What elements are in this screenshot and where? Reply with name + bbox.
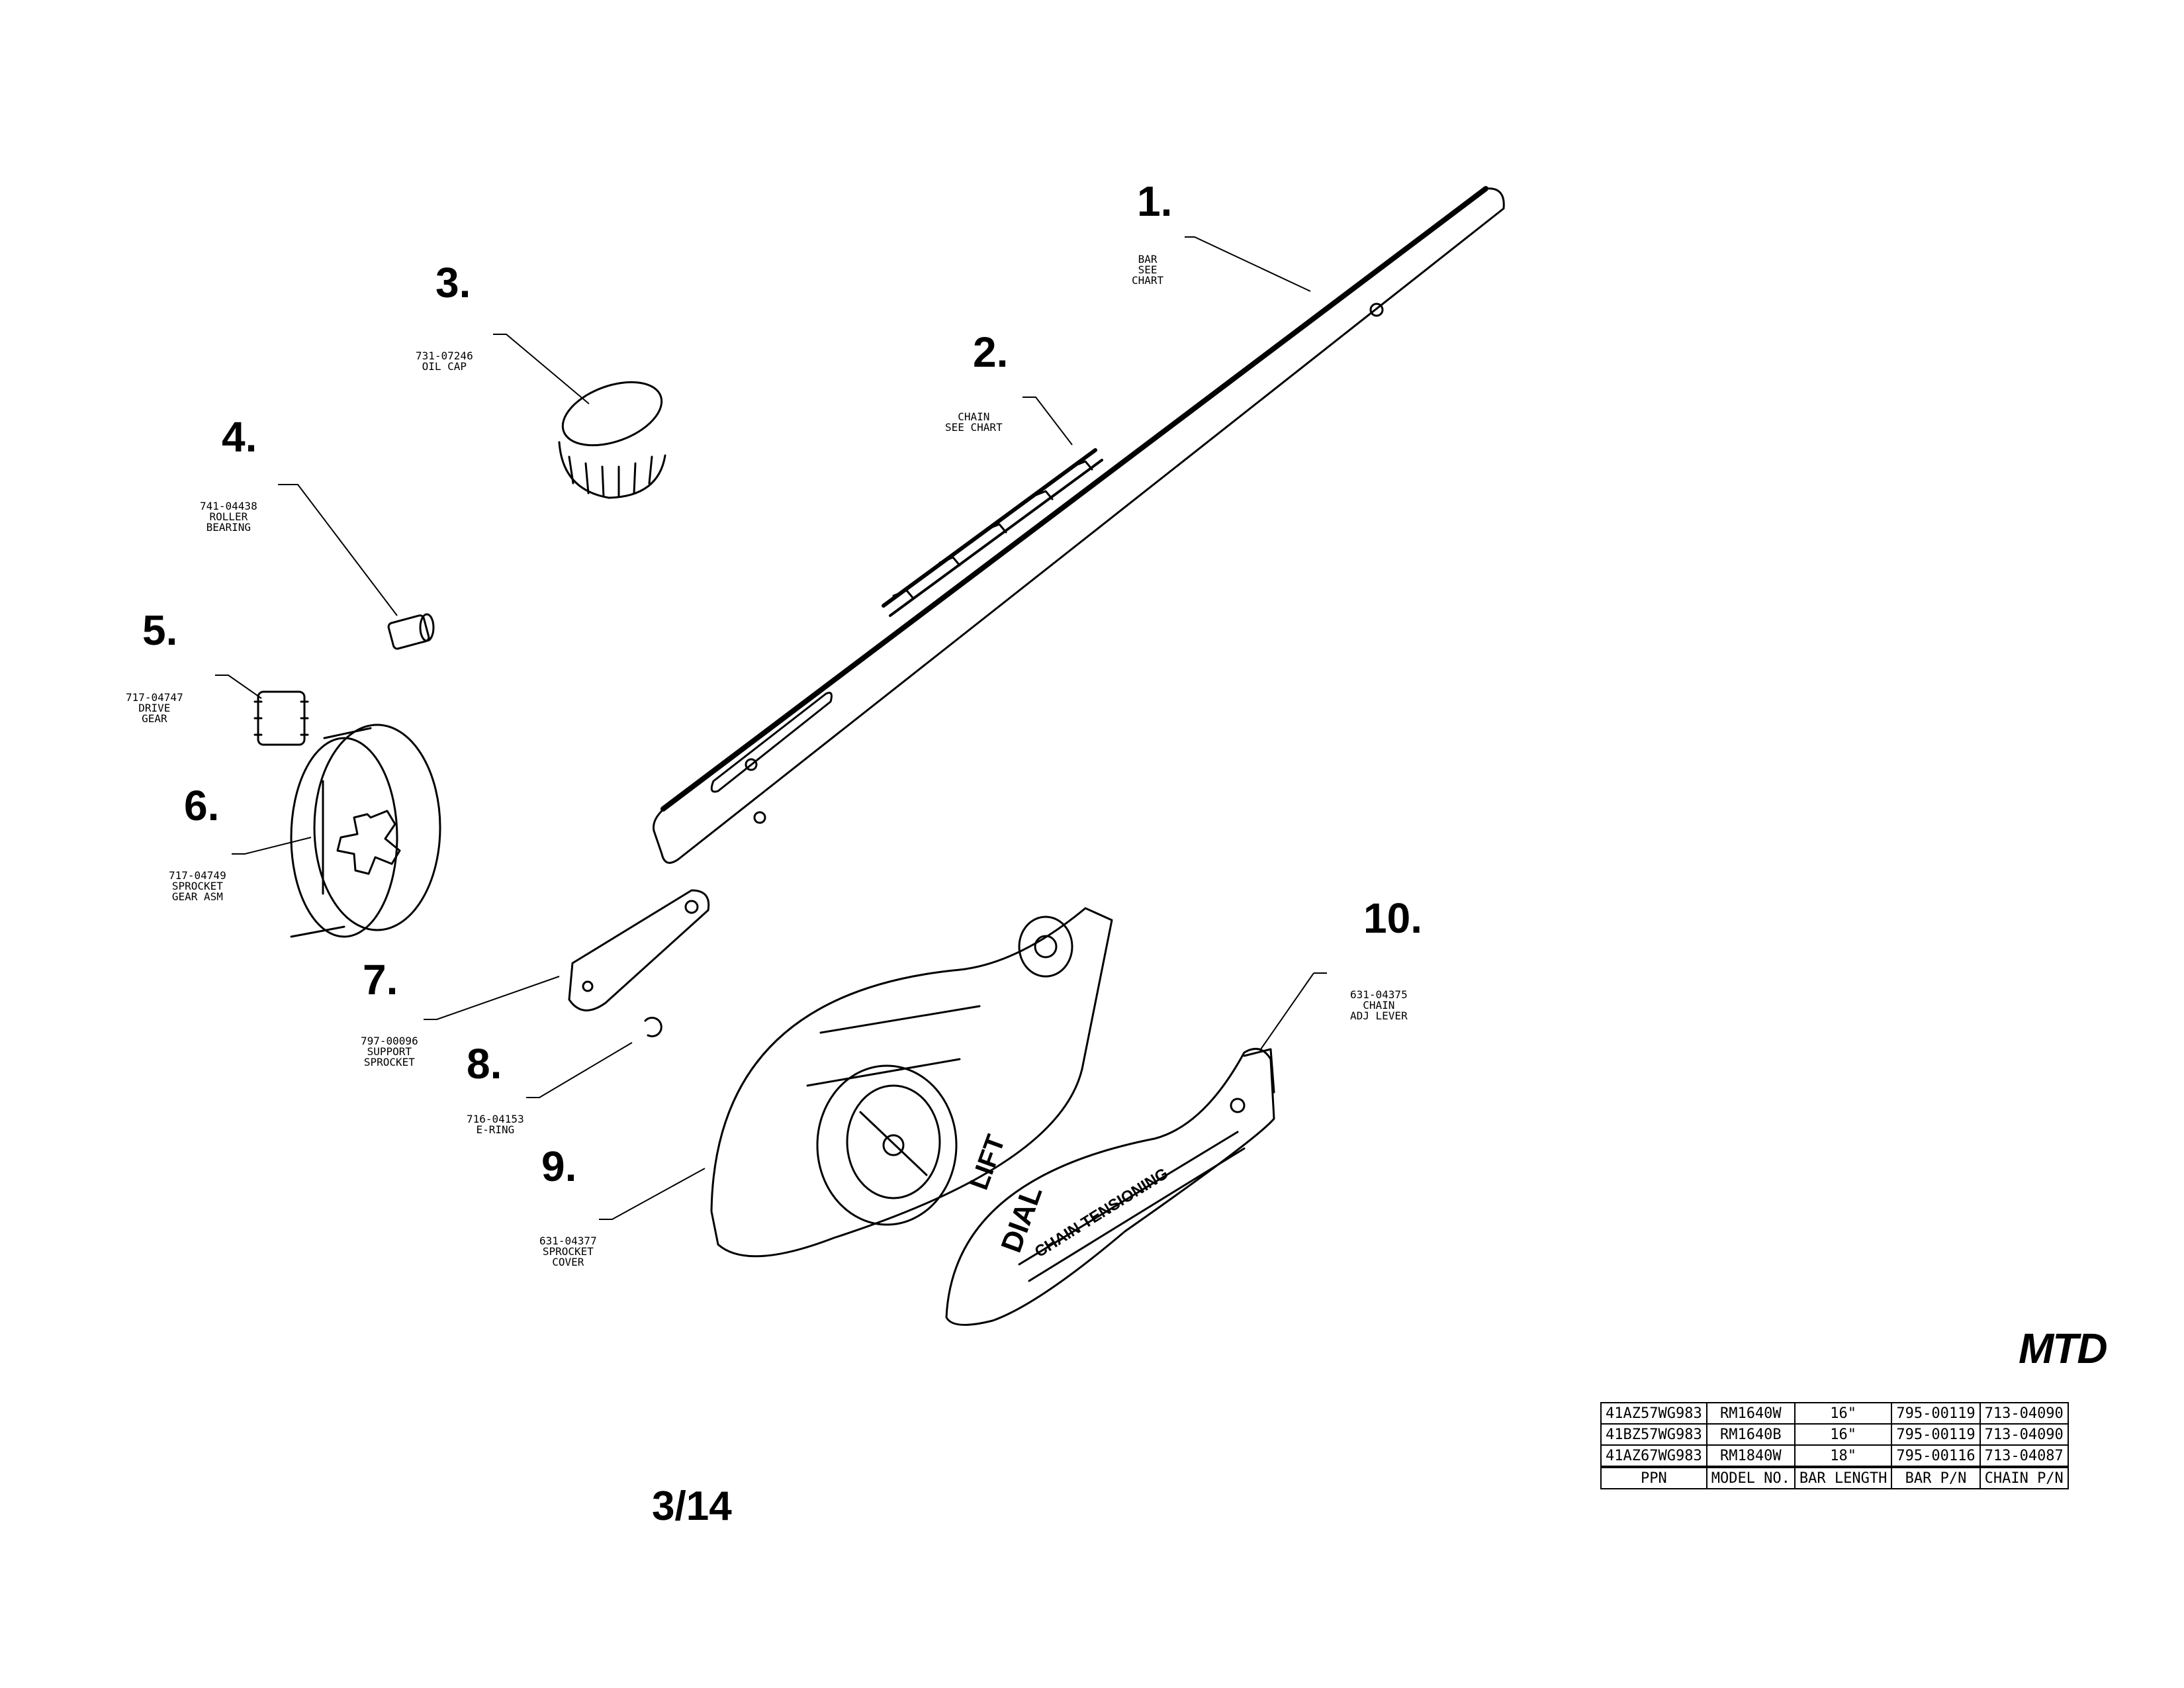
callout-number-8: 8. (467, 1040, 502, 1088)
roller-bearing-drawing (387, 613, 435, 650)
oil-cap-drawing (558, 381, 666, 499)
table-row: 41AZ67WG983 RM1840W 18" 795-00116 713-04… (1600, 1444, 2069, 1468)
model-reference-table: 41AZ57WG983 RM1640W 16" 795-00119 713-04… (1600, 1402, 2069, 1489)
guide-bar-drawing (653, 186, 1505, 864)
chain-adj-lever-drawing (945, 1047, 1275, 1326)
callout-number-1: 1. (1137, 177, 1173, 225)
callout-number-2: 2. (973, 328, 1009, 376)
sprocket-cover-drawing (710, 907, 1113, 1258)
e-ring-drawing (644, 1017, 662, 1037)
callout-number-7: 7. (363, 956, 398, 1004)
callout-number-4: 4. (222, 413, 257, 461)
callout-number-10: 10. (1363, 894, 1422, 942)
table-row: 41BZ57WG983 RM1640B 16" 795-00119 713-04… (1600, 1423, 2069, 1446)
callout-number-3: 3. (435, 259, 471, 306)
support-sprocket-drawing (568, 889, 710, 1011)
mtd-logo: MTD (2019, 1325, 2108, 1372)
callout-number-9: 9. (541, 1143, 577, 1190)
table-row: 41AZ57WG983 RM1640W 16" 795-00119 713-04… (1600, 1402, 2069, 1425)
sprocket-gear-drawing (290, 724, 441, 938)
chain-drawing (882, 448, 1103, 617)
drive-gear-drawing (253, 690, 309, 746)
callout-number-6: 6. (184, 782, 220, 829)
callout-number-5: 5. (142, 606, 178, 654)
page-number: 3/14 (652, 1483, 732, 1529)
table-header-row: PPN MODEL NO. BAR LENGTH BAR P/N CHAIN P… (1600, 1466, 2069, 1489)
